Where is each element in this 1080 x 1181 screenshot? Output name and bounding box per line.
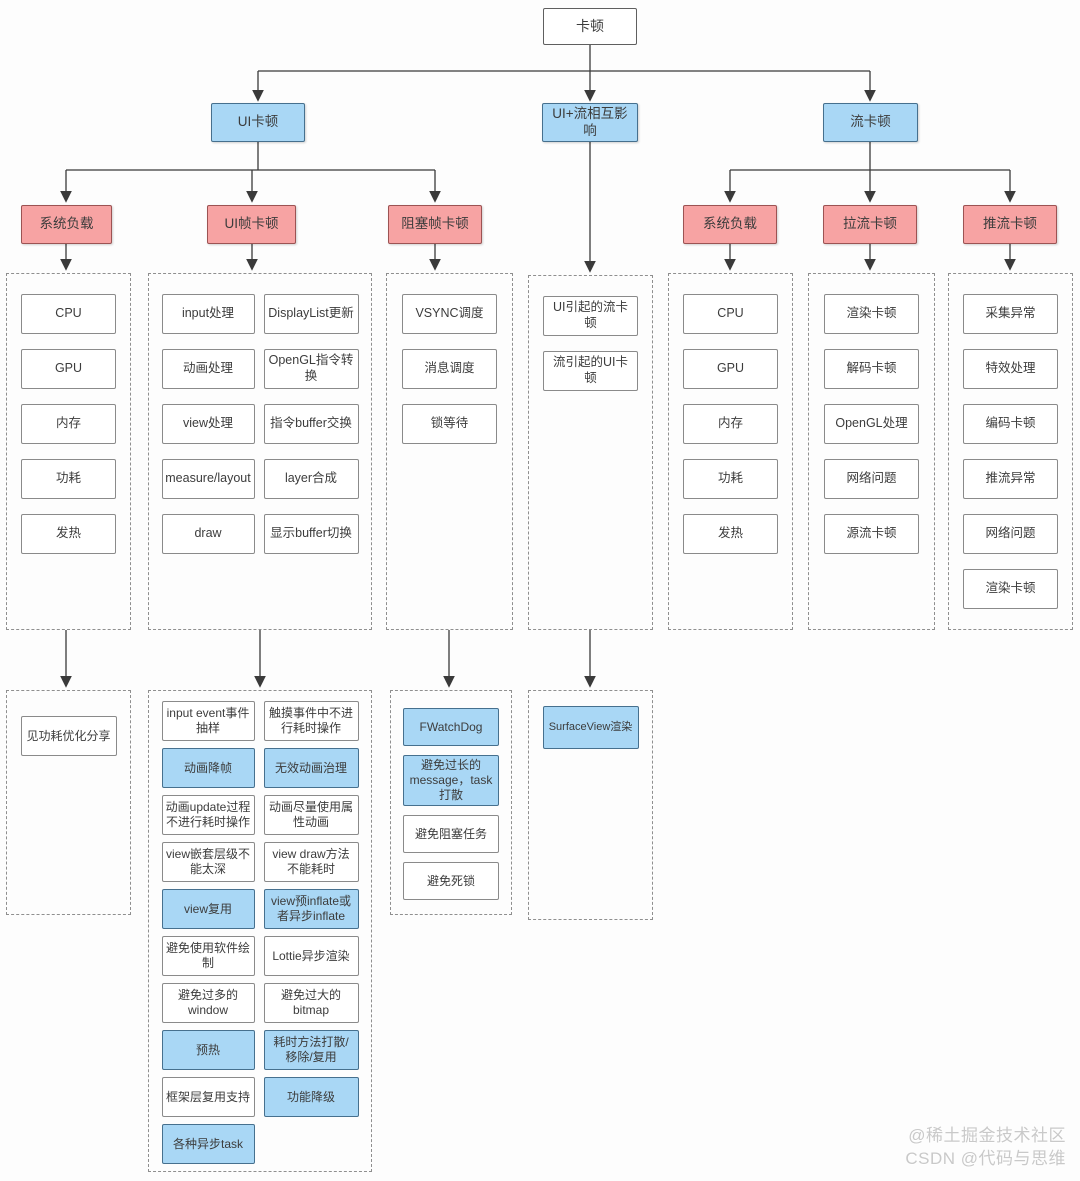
diagram-node: SurfaceView渲染 <box>542 706 639 749</box>
diagram-node: CPU <box>683 294 778 334</box>
diagram-node: layer合成 <box>263 459 359 499</box>
diagram-node: 避免死锁 <box>403 862 499 900</box>
node-ui-lag: UI卡顿 <box>211 103 305 142</box>
node-lag-root: 卡顿 <box>543 8 637 45</box>
diagram-node: VSYNC调度 <box>402 294 497 334</box>
diagram-node: 动画处理 <box>161 349 255 389</box>
diagram-node: view draw方法不能耗时 <box>263 842 359 882</box>
diagram-node: 触摸事件中不进行耗时操作 <box>263 701 359 741</box>
diagram-node: 功耗 <box>683 459 778 499</box>
diagram-node: 编码卡顿 <box>963 404 1058 444</box>
diagram-node: 动画update过程不进行耗时操作 <box>161 795 255 835</box>
diagram-node: UI引起的流卡顿 <box>543 296 638 336</box>
watermark-csdn: CSDN @代码与思维 <box>905 1149 1066 1168</box>
diagram-node: Lottie异步渲染 <box>263 936 359 976</box>
diagram-node: 特效处理 <box>963 349 1058 389</box>
group-system-load-left: CPU GPU 内存功耗发热 <box>6 273 131 630</box>
diagram-node: 网络问题 <box>824 459 919 499</box>
group-blocked-frame-causes: VSYNC调度消息调度锁等待 <box>386 273 513 630</box>
diagram-node: 避免使用软件绘制 <box>161 936 255 976</box>
diagram-node: 源流卡顿 <box>824 514 919 554</box>
diagram-node: 见功耗优化分享 <box>20 716 117 756</box>
group-pull-stream-causes: 渲染卡顿解码卡顿 OpenGL处理网络问题源流卡顿 <box>808 273 935 630</box>
diagram-node: 指令buffer交换 <box>263 404 359 444</box>
diagram-node: 采集异常 <box>963 294 1058 334</box>
diagram-node: 渲染卡顿 <box>963 569 1058 609</box>
node-system-load-left: 系统负载 <box>21 205 112 244</box>
diagram-node: measure/layout <box>161 459 255 499</box>
diagram-node: 渲染卡顿 <box>824 294 919 334</box>
diagram-node: 避免过大的bitmap <box>263 983 359 1023</box>
diagram-node: CPU <box>21 294 116 334</box>
diagram-node: 显示buffer切换 <box>263 514 359 554</box>
node-stream-lag: 流卡顿 <box>823 103 918 142</box>
group-ui-frame-solutions: input event事件抽样触摸事件中不进行耗时操作动画降帧无效动画治理动画u… <box>148 690 372 1172</box>
diagram-node: 功耗 <box>21 459 116 499</box>
diagram-node: 内存 <box>683 404 778 444</box>
diagram-node: 网络问题 <box>963 514 1058 554</box>
group-push-stream-causes: 采集异常特效处理编码卡顿推流异常网络问题渲染卡顿 <box>948 273 1073 630</box>
group-system-load-right: CPU GPU 内存功耗发热 <box>668 273 793 630</box>
diagram-node: view复用 <box>161 889 255 929</box>
watermark-juejin: @稀土掘金技术社区 <box>908 1126 1066 1145</box>
diagram-node: input处理 <box>161 294 255 334</box>
diagram-node: 耗时方法打散/移除/复用 <box>263 1030 359 1070</box>
diagram-node: view嵌套层级不能太深 <box>161 842 255 882</box>
node-system-load-right: 系统负载 <box>683 205 777 244</box>
diagram-node: 流引起的UI卡顿 <box>543 351 638 391</box>
diagram-node: OpenGL处理 <box>824 404 919 444</box>
diagram-node: FWatchDog <box>403 708 499 746</box>
diagram-node: 推流异常 <box>963 459 1058 499</box>
diagram-node: OpenGL指令转换 <box>263 349 359 389</box>
node-blocked-frame-lag: 阻塞帧卡顿 <box>388 205 482 244</box>
diagram-node: input event事件抽样 <box>161 701 255 741</box>
diagram-node: draw <box>161 514 255 554</box>
node-ui-frame-lag: UI帧卡顿 <box>207 205 296 244</box>
diagram-node: 内存 <box>21 404 116 444</box>
node-push-stream-lag: 推流卡顿 <box>963 205 1057 244</box>
diagram-node: 动画降帧 <box>161 748 255 788</box>
diagram-node: 锁等待 <box>402 404 497 444</box>
diagram-node: 避免过长的message，task打散 <box>403 755 499 806</box>
diagram-node: 功能降级 <box>263 1077 359 1117</box>
diagram-node: 各种异步task <box>161 1124 255 1164</box>
group-interplay-causes: UI引起的流卡顿流引起的UI卡顿 <box>528 275 653 630</box>
diagram-node: 解码卡顿 <box>824 349 919 389</box>
diagram-node: 发热 <box>683 514 778 554</box>
group-blocked-frame-solutions: FWatchDog 避免过长的message，task打散避免阻塞任务避免死锁 <box>390 690 512 915</box>
group-interplay-solutions: SurfaceView渲染 <box>528 690 653 920</box>
diagram-node: 避免过多的window <box>161 983 255 1023</box>
diagram-node: GPU <box>21 349 116 389</box>
node-pull-stream-lag: 拉流卡顿 <box>823 205 917 244</box>
diagram-node: 预热 <box>161 1030 255 1070</box>
diagram-node: 框架层复用支持 <box>161 1077 255 1117</box>
node-ui-stream-interplay: UI+流相互影响 <box>542 103 638 142</box>
group-power-note: 见功耗优化分享 <box>6 690 131 915</box>
diagram-node: DisplayList更新 <box>263 294 359 334</box>
diagram-node: 无效动画治理 <box>263 748 359 788</box>
diagram-node: view处理 <box>161 404 255 444</box>
diagram-node: 避免阻塞任务 <box>403 815 499 853</box>
diagram-node: view预inflate或者异步inflate <box>263 889 359 929</box>
diagram-node: GPU <box>683 349 778 389</box>
diagram-node: 动画尽量使用属性动画 <box>263 795 359 835</box>
diagram-node: 消息调度 <box>402 349 497 389</box>
diagram-node: 发热 <box>21 514 116 554</box>
